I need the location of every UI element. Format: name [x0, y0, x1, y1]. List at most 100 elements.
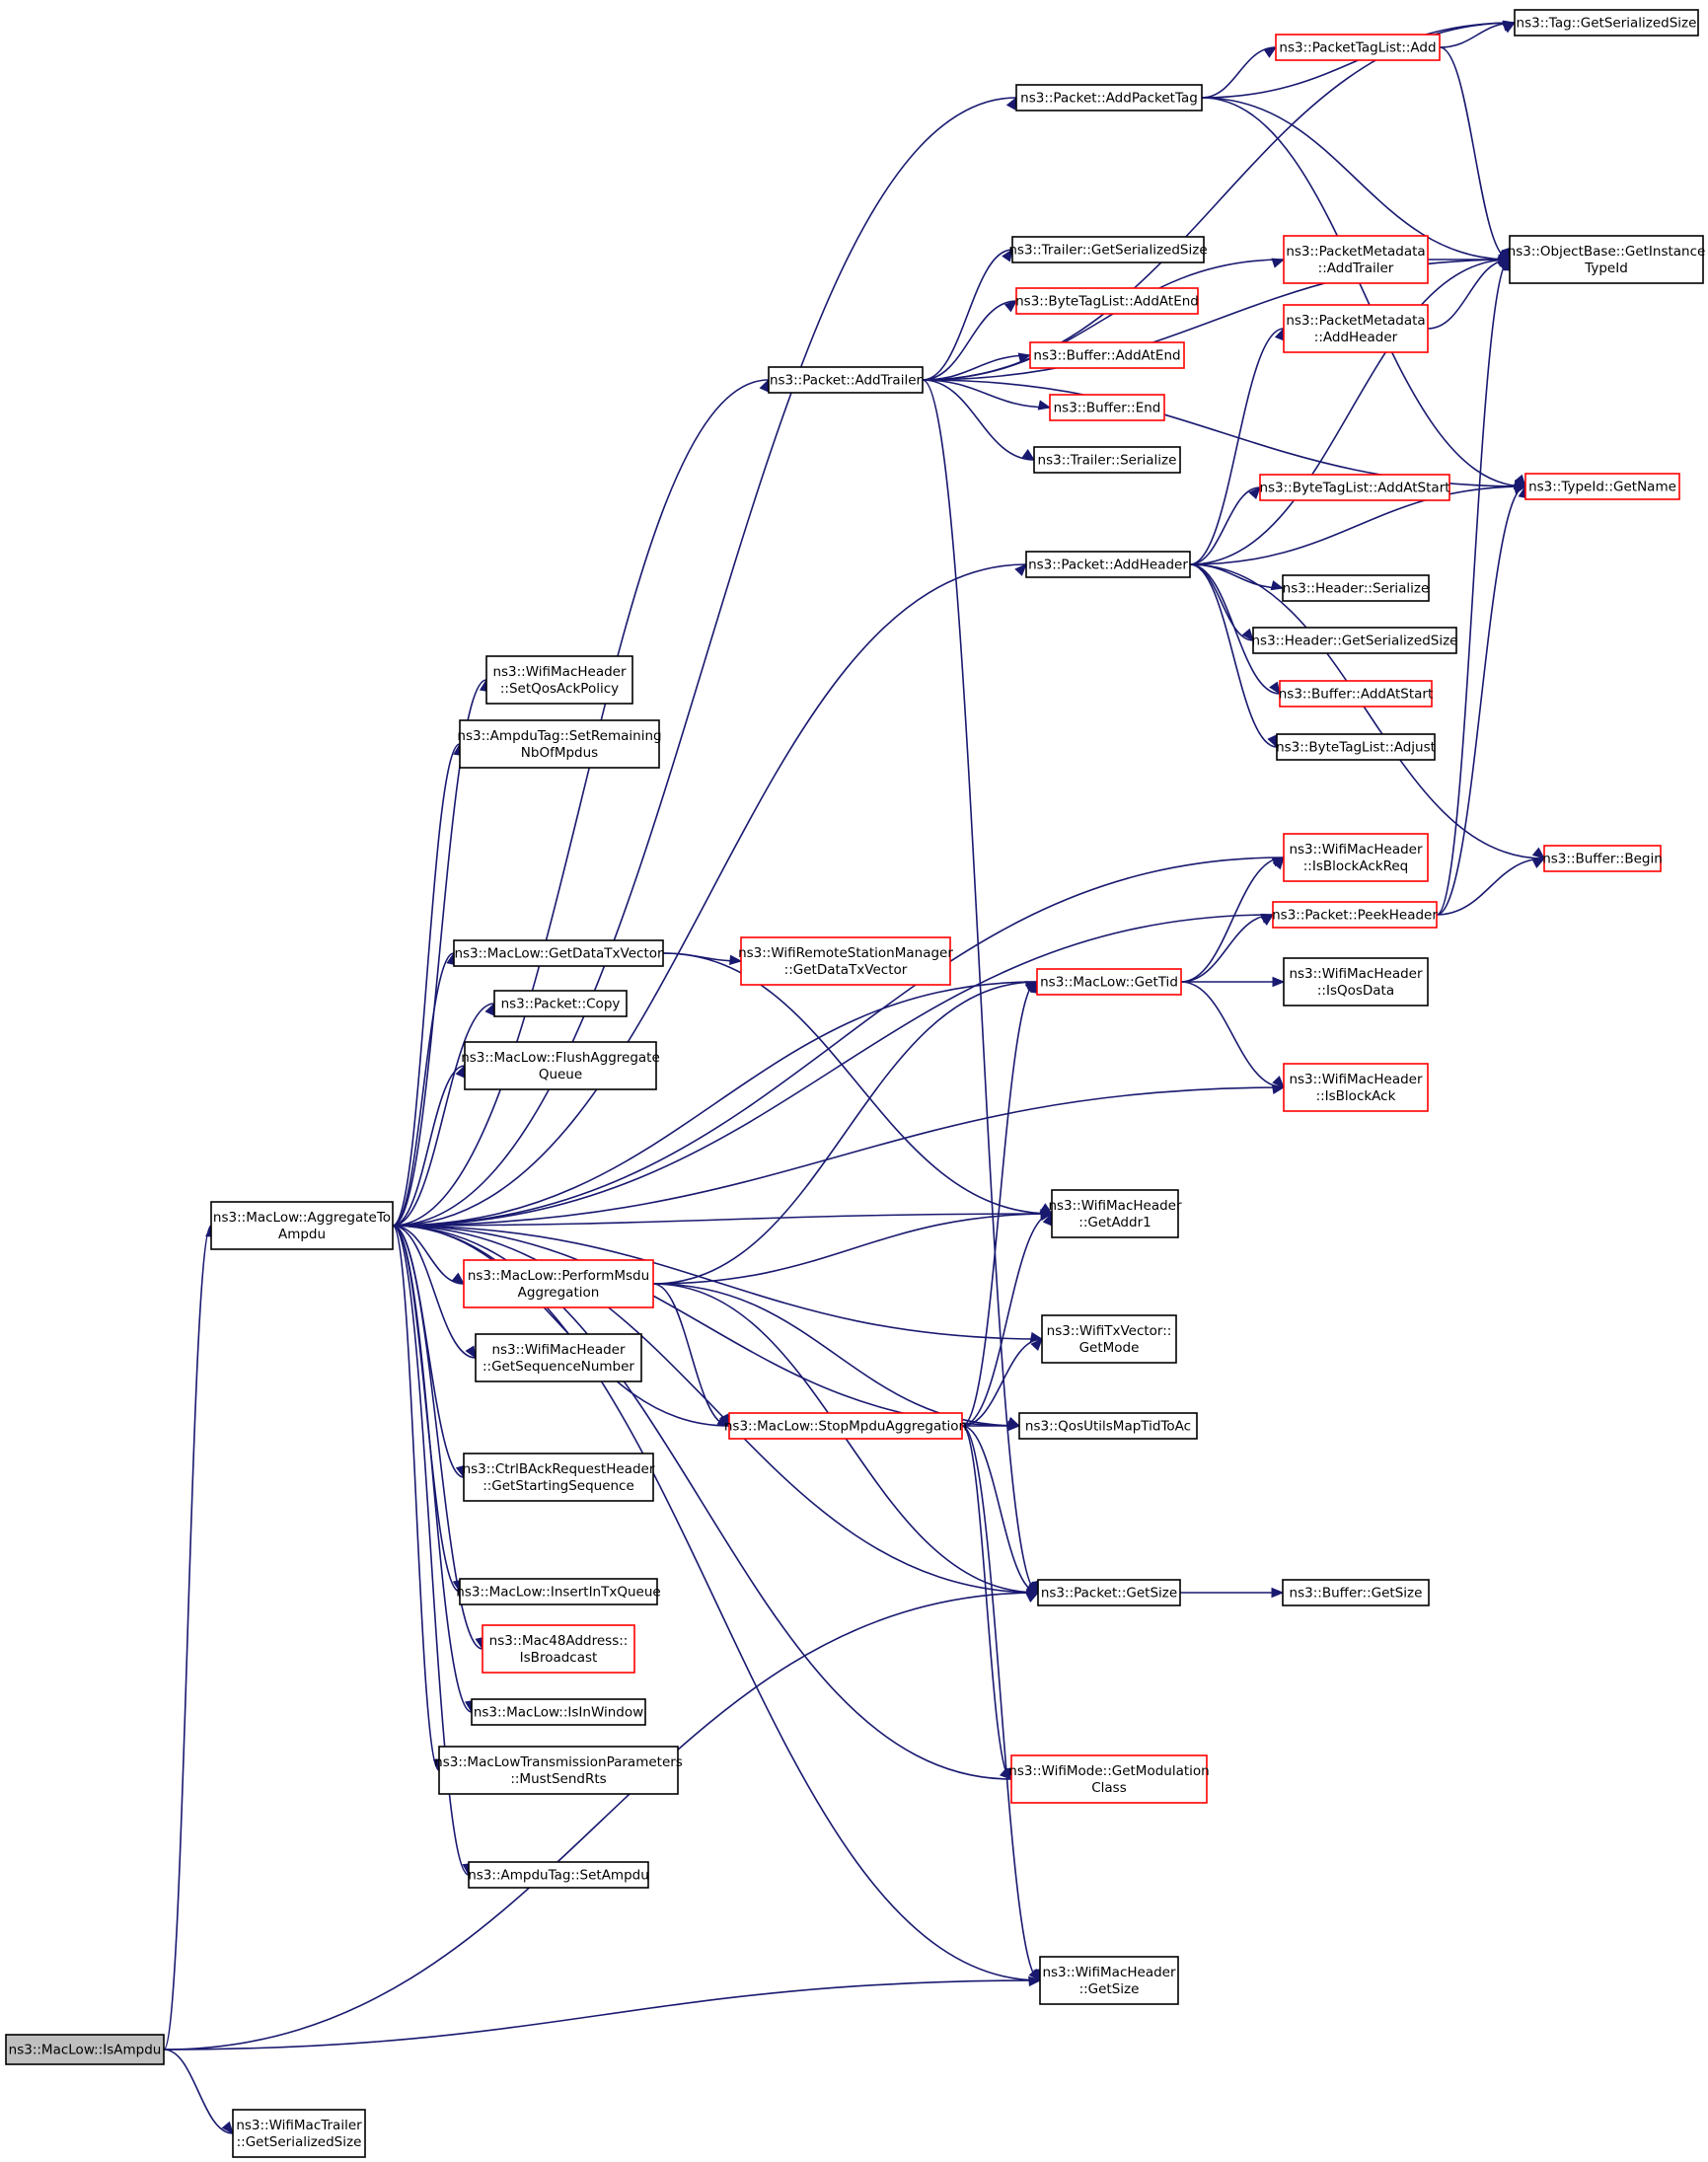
- node-box-btladdatend[interactable]: [1015, 287, 1199, 315]
- node-inserttx[interactable]: ns3::MacLow::InsertInTxQueue: [456, 1578, 661, 1605]
- node-box-btladdatstart[interactable]: [1259, 474, 1450, 501]
- node-box-isblockackreq[interactable]: [1283, 833, 1429, 882]
- node-box-wtrailer[interactable]: [232, 2109, 366, 2158]
- node-addheader[interactable]: ns3::Packet::AddHeader: [1025, 551, 1191, 578]
- node-packetsize[interactable]: ns3::Packet::GetSize: [1037, 1579, 1181, 1606]
- node-box-headerser[interactable]: [1252, 627, 1457, 654]
- node-addtrailer[interactable]: ns3::Packet::AddTrailer: [768, 366, 924, 394]
- node-box-addtrailer[interactable]: [768, 366, 924, 394]
- node-box-modclass[interactable]: [1010, 1754, 1208, 1804]
- node-box-flushagg[interactable]: [464, 1041, 657, 1090]
- node-bufend[interactable]: ns3::Buffer::End: [1049, 394, 1165, 421]
- node-setampdu[interactable]: ns3::AmpduTag::SetAmpdu: [468, 1861, 649, 1889]
- node-box-tagser[interactable]: [1514, 9, 1699, 37]
- node-getseqnum[interactable]: ns3::WifiMacHeader::GetSequenceNumber: [475, 1333, 642, 1382]
- node-box-bufend[interactable]: [1049, 394, 1165, 421]
- node-isblockack[interactable]: ns3::WifiMacHeader::IsBlockAck: [1283, 1063, 1429, 1112]
- node-box-ctrlbackreq[interactable]: [463, 1453, 654, 1502]
- node-bufaddatstart[interactable]: ns3::Buffer::AddAtStart: [1279, 680, 1434, 708]
- node-box-objbase[interactable]: [1509, 235, 1704, 284]
- node-btladdatstart[interactable]: ns3::ByteTagList::AddAtStart: [1259, 474, 1450, 501]
- node-box-hdrsize[interactable]: [1039, 1956, 1179, 2005]
- node-mustsendrts[interactable]: ns3::MacLowTransmissionParameters::MustS…: [434, 1746, 683, 1795]
- node-box-qosmap[interactable]: [1018, 1412, 1198, 1440]
- node-isbroadcast[interactable]: ns3::Mac48Address::IsBroadcast: [482, 1624, 635, 1674]
- node-bufsize[interactable]: ns3::Buffer::GetSize: [1282, 1579, 1430, 1606]
- node-addpackettag[interactable]: ns3::Packet::AddPacketTag: [1015, 84, 1203, 112]
- node-setqosack[interactable]: ns3::WifiMacHeader::SetQosAckPolicy: [485, 655, 633, 705]
- node-box-packetcopy[interactable]: [493, 990, 628, 1017]
- node-btladjust[interactable]: ns3::ByteTagList::Adjust: [1276, 733, 1436, 761]
- node-getaddr1[interactable]: ns3::WifiMacHeader::GetAddr1: [1048, 1189, 1182, 1238]
- node-getdatatx[interactable]: ns3::MacLow::GetDataTxVector: [453, 939, 664, 967]
- node-typeidname[interactable]: ns3::TypeId::GetName: [1524, 473, 1680, 500]
- node-wrsmdatatx[interactable]: ns3::WifiRemoteStationManager::GetDataTx…: [738, 936, 953, 986]
- node-box-isbroadcast[interactable]: [482, 1624, 635, 1674]
- node-box-gettid[interactable]: [1036, 968, 1182, 996]
- node-box-isblockack[interactable]: [1283, 1063, 1429, 1112]
- node-box-ampdusetrem[interactable]: [459, 719, 660, 769]
- node-box-getdatatx[interactable]: [453, 939, 664, 967]
- node-bufbegin[interactable]: ns3::Buffer::Begin: [1542, 845, 1663, 872]
- node-box-bufbegin[interactable]: [1543, 845, 1662, 872]
- node-ctrlbackreq[interactable]: ns3::CtrlBAckRequestHeader::GetStartingS…: [463, 1453, 655, 1502]
- node-box-ptladd[interactable]: [1275, 34, 1441, 61]
- node-box-getaddr1[interactable]: [1051, 1189, 1179, 1238]
- node-box-setampdu[interactable]: [468, 1861, 649, 1889]
- node-box-bufaddatstart[interactable]: [1279, 680, 1433, 708]
- node-box-isinwindow[interactable]: [471, 1698, 646, 1726]
- node-ptladd[interactable]: ns3::PacketTagList::Add: [1275, 34, 1441, 61]
- node-box-addheader[interactable]: [1025, 551, 1191, 578]
- node-box-stopmpdu[interactable]: [728, 1412, 963, 1440]
- node-box-bufaddatend[interactable]: [1029, 341, 1185, 369]
- node-packetcopy[interactable]: ns3::Packet::Copy: [493, 990, 628, 1017]
- node-isinwindow[interactable]: ns3::MacLow::IsInWindow: [471, 1698, 646, 1726]
- node-box-pmaddheader[interactable]: [1283, 304, 1429, 353]
- node-peekheader[interactable]: ns3::Packet::PeekHeader: [1272, 901, 1438, 929]
- node-stopmpdu[interactable]: ns3::MacLow::StopMpduAggregation: [724, 1412, 967, 1440]
- node-box-peekheader[interactable]: [1272, 901, 1438, 929]
- node-box-wrsmdatatx[interactable]: [740, 936, 951, 986]
- node-gettid[interactable]: ns3::MacLow::GetTid: [1036, 968, 1182, 996]
- node-box-agg[interactable]: [210, 1201, 394, 1250]
- node-btladdatend[interactable]: ns3::ByteTagList::AddAtEnd: [1015, 287, 1199, 315]
- node-box-packetsize[interactable]: [1037, 1579, 1181, 1606]
- node-box-headerserialize[interactable]: [1282, 574, 1430, 602]
- node-trailerser[interactable]: ns3::Trailer::GetSerializedSize: [1008, 236, 1208, 263]
- node-bufaddatend[interactable]: ns3::Buffer::AddAtEnd: [1029, 341, 1185, 369]
- node-box-inserttx[interactable]: [459, 1578, 658, 1605]
- node-box-addpackettag[interactable]: [1015, 84, 1203, 112]
- node-txvectormode[interactable]: ns3::WifiTxVector::GetMode: [1041, 1314, 1177, 1364]
- node-pmaddtrailer[interactable]: ns3::PacketMetadata::AddTrailer: [1283, 235, 1429, 284]
- node-headerser[interactable]: ns3::Header::GetSerializedSize: [1252, 627, 1458, 654]
- node-hdrsize[interactable]: ns3::WifiMacHeader::GetSize: [1039, 1956, 1179, 2005]
- node-wtrailer[interactable]: ns3::WifiMacTrailer::GetSerializedSize: [232, 2109, 366, 2158]
- node-box-performmsdu[interactable]: [463, 1259, 654, 1308]
- node-box-btladjust[interactable]: [1276, 733, 1436, 761]
- node-pmaddheader[interactable]: ns3::PacketMetadata::AddHeader: [1283, 304, 1429, 353]
- node-isblockackreq[interactable]: ns3::WifiMacHeader::IsBlockAckReq: [1283, 833, 1429, 882]
- node-box-getseqnum[interactable]: [475, 1333, 642, 1382]
- node-box-isampdu[interactable]: [5, 2034, 165, 2065]
- node-qosmap[interactable]: ns3::QosUtilsMapTidToAc: [1018, 1412, 1198, 1440]
- node-box-pmaddtrailer[interactable]: [1283, 235, 1429, 284]
- node-tagser[interactable]: ns3::Tag::GetSerializedSize: [1514, 9, 1699, 37]
- node-box-mustsendrts[interactable]: [438, 1746, 679, 1795]
- node-box-typeidname[interactable]: [1524, 473, 1680, 500]
- node-box-isqosdata[interactable]: [1283, 957, 1429, 1006]
- node-isampdu[interactable]: ns3::MacLow::IsAmpdu: [5, 2034, 165, 2065]
- node-box-txvectormode[interactable]: [1041, 1314, 1177, 1364]
- node-box-bufsize[interactable]: [1282, 1579, 1430, 1606]
- node-isqosdata[interactable]: ns3::WifiMacHeader::IsQosData: [1283, 957, 1429, 1006]
- node-trailerserialize[interactable]: ns3::Trailer::Serialize: [1033, 446, 1181, 474]
- node-box-setqosack[interactable]: [485, 655, 633, 705]
- node-box-trailerser[interactable]: [1011, 236, 1205, 263]
- node-box-trailerserialize[interactable]: [1033, 446, 1181, 474]
- node-headerserialize[interactable]: ns3::Header::Serialize: [1282, 574, 1430, 602]
